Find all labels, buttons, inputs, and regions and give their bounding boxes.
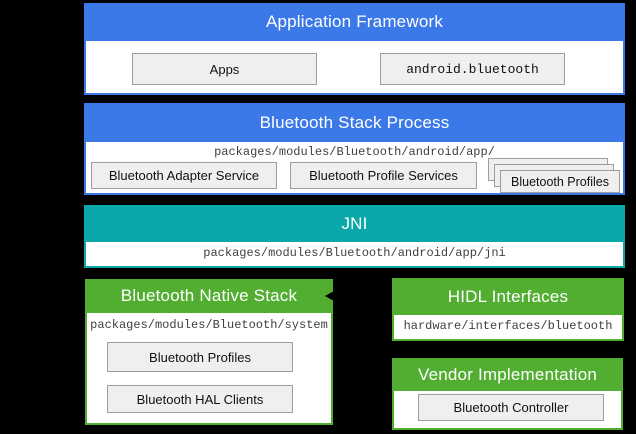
bluetooth-controller-box: Bluetooth Controller [418, 394, 604, 421]
apps-box: Apps [132, 53, 317, 85]
jni-path-label: packages/modules/Bluetooth/android/app/j… [203, 246, 506, 260]
jni-header: JNI [84, 205, 625, 242]
stack-process-path-label: packages/modules/Bluetooth/android/app/ [214, 145, 495, 159]
bluetooth-profiles-stack-front: Bluetooth Profiles [500, 170, 620, 193]
native-stack-path-label: packages/modules/Bluetooth/system [90, 318, 328, 332]
application-framework-header: Application Framework [84, 3, 625, 41]
bluetooth-adapter-service-box: Bluetooth Adapter Service [91, 162, 277, 189]
bluetooth-native-stack-header: Bluetooth Native Stack [85, 279, 333, 313]
native-bluetooth-profiles-box: Bluetooth Profiles [107, 342, 293, 372]
hidl-interfaces-panel [392, 315, 624, 341]
arrow-left-icon [325, 291, 334, 301]
bluetooth-hal-clients-box: Bluetooth HAL Clients [107, 385, 293, 413]
bluetooth-stack-process-header: Bluetooth Stack Process [84, 103, 625, 142]
vendor-implementation-header: Vendor Implementation [392, 358, 623, 391]
native-hidl-arrow-line [328, 295, 394, 297]
android-bluetooth-box: android.bluetooth [380, 53, 565, 85]
hidl-interfaces-header: HIDL Interfaces [392, 278, 624, 315]
hidl-path-label: hardware/interfaces/bluetooth [403, 319, 613, 333]
jni-panel [84, 242, 625, 268]
bluetooth-profile-services-box: Bluetooth Profile Services [290, 162, 477, 189]
